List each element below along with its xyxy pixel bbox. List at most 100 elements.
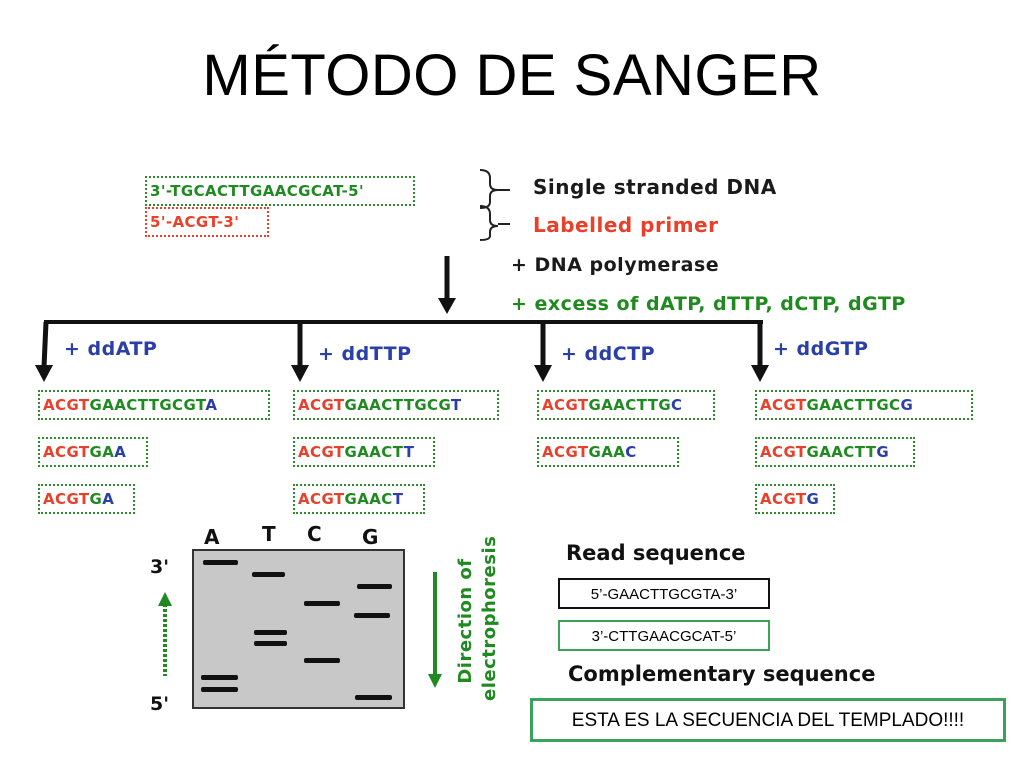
fragment-base: A — [298, 490, 311, 508]
fragment-box: ACGTGAACTTG — [755, 437, 915, 467]
gel-end-5prime: 5' — [150, 693, 170, 715]
fragment-base: G — [89, 396, 103, 414]
fragment-base: G — [414, 396, 428, 414]
gel-band — [201, 675, 238, 680]
fragment-base: A — [205, 396, 218, 414]
gel-band — [304, 658, 340, 663]
fragment-base: A — [819, 396, 832, 414]
label-labelled-primer: Labelled primer — [533, 213, 719, 237]
fragment-base: C — [427, 396, 439, 414]
fragment-base: C — [126, 396, 138, 414]
read-sequence-box: 5’-GAACTTGCGTA-3’ — [558, 578, 770, 609]
fragment-base: C — [381, 490, 393, 508]
fragment-base: T — [392, 490, 404, 508]
direction-label-line2: electrophoresis — [479, 535, 500, 701]
fragment-box: ACGTGAACT — [293, 484, 425, 514]
gel-band — [203, 560, 238, 565]
gel-lane-header-g: G — [362, 525, 379, 549]
fragment-base: G — [876, 396, 890, 414]
fragment-base: G — [900, 396, 914, 414]
fragment-base: C — [172, 396, 184, 414]
fragment-base: A — [601, 396, 614, 414]
fragment-base: C — [55, 396, 67, 414]
fragment-base: T — [636, 396, 648, 414]
fragment-base: T — [795, 396, 807, 414]
label-excess-dntps: + excess of dATP, dTTP, dCTP, dGTP — [511, 293, 906, 315]
brace-graphics — [479, 169, 510, 241]
fragment-base: C — [554, 396, 566, 414]
fragment-base: C — [625, 396, 637, 414]
fragment-base: C — [55, 490, 67, 508]
fragment-base: T — [854, 396, 866, 414]
fragment-base: G — [66, 396, 79, 414]
fragment-base: C — [554, 443, 566, 461]
fragment-base: G — [658, 396, 672, 414]
fragment-box: ACGTGAAC — [537, 437, 679, 467]
fragment-base: A — [298, 396, 311, 414]
fragment-base: T — [137, 396, 149, 414]
fragment-base: T — [148, 396, 160, 414]
fragment-base: C — [310, 396, 322, 414]
fragment-base: G — [783, 396, 796, 414]
fragment-base: A — [760, 443, 773, 461]
fragment-base: A — [43, 490, 56, 508]
fragment-base: C — [772, 396, 784, 414]
fragment-base: A — [542, 443, 555, 461]
fragment-base: T — [78, 490, 90, 508]
fragment-base: T — [392, 443, 404, 461]
fragment-base: A — [369, 396, 382, 414]
fragment-base: C — [772, 443, 784, 461]
lane-label-ddatp: + ddATP — [64, 338, 158, 360]
labelled-primer-box: 5'-ACGT-3' — [145, 207, 269, 237]
fragment-base: C — [381, 443, 393, 461]
fragment-base: T — [403, 396, 415, 414]
fragment-base: G — [66, 443, 79, 461]
fragment-base: G — [66, 490, 79, 508]
fragment-base: C — [843, 443, 855, 461]
direction-of-electrophoresis-label: Direction of electrophoresis — [450, 536, 510, 706]
fragment-base: G — [588, 396, 602, 414]
fragment-base: G — [806, 396, 820, 414]
fragment-base: G — [89, 443, 103, 461]
gel-band — [304, 601, 340, 606]
fragment-base: G — [89, 490, 103, 508]
fragment-box: ACGTGAACTTGCG — [755, 390, 973, 420]
complementary-sequence-box: 3’-CTTGAACGCAT-5’ — [558, 620, 770, 651]
fragment-base: A — [102, 396, 115, 414]
lane-label-ddgtp: + ddGTP — [773, 338, 869, 360]
fragment-base: A — [760, 396, 773, 414]
template-sequence-note: ESTA ES LA SECUENCIA DEL TEMPLADO!!!! — [530, 698, 1006, 742]
fragment-base: T — [577, 443, 589, 461]
fragment-base: A — [114, 443, 127, 461]
fragment-base: G — [321, 490, 334, 508]
fragment-base: G — [565, 396, 578, 414]
fragment-box: ACGTGAACTTGCGT — [293, 390, 499, 420]
gel-panel — [192, 549, 405, 709]
fragment-base: T — [795, 443, 807, 461]
fragment-base: A — [102, 443, 115, 461]
fragment-box: ACGTG — [755, 484, 835, 514]
fragment-base: C — [310, 490, 322, 508]
fragment-base: G — [565, 443, 578, 461]
fragment-base: G — [783, 443, 796, 461]
fragment-box: ACGTGA — [38, 484, 135, 514]
label-dna-polymerase: + DNA polymerase — [511, 254, 720, 276]
fragment-base: G — [438, 396, 451, 414]
distribution-arrows — [35, 256, 769, 382]
fragment-base: A — [819, 443, 832, 461]
read-sequence-label: Read sequence — [566, 541, 746, 565]
fragment-base: C — [671, 396, 683, 414]
gel-band — [252, 572, 285, 577]
gel-band — [357, 584, 392, 589]
fragment-base: G — [344, 490, 358, 508]
lane-label-ddttp: + ddTTP — [318, 343, 412, 365]
fragment-base: A — [114, 396, 127, 414]
fragment-base: A — [357, 443, 370, 461]
fragment-box: ACGTGAACTT — [293, 437, 435, 467]
upward-arrow-icon — [158, 592, 172, 676]
fragment-box: ACGTGAACTTGC — [537, 390, 715, 420]
fragment-base: A — [102, 490, 115, 508]
fragment-base: C — [772, 490, 784, 508]
direction-label-line1: Direction of — [455, 558, 476, 684]
fragment-base: T — [195, 396, 206, 414]
